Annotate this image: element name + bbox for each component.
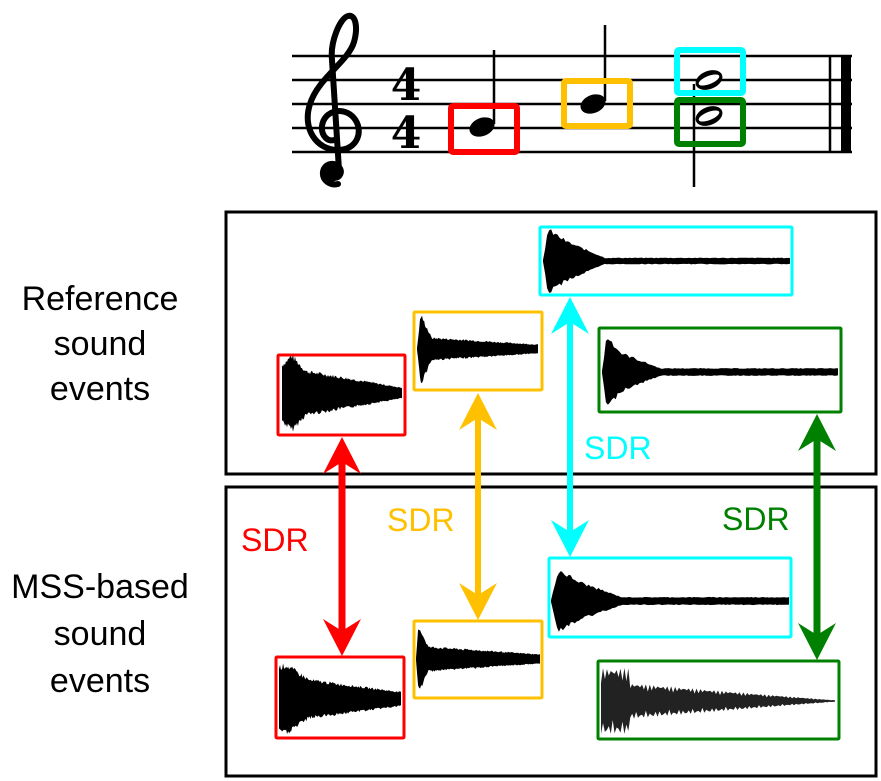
arrowhead-down [323, 619, 361, 656]
music-score: 4 4 [292, 12, 852, 188]
waveform [282, 354, 402, 432]
waveform [543, 229, 790, 293]
time-signature-bottom: 4 [391, 108, 422, 159]
staff-lines [292, 54, 852, 154]
sdr-label-yellow: SDR [387, 502, 455, 538]
waveform [279, 663, 401, 735]
sdr-arrow-cyan [551, 297, 589, 557]
reference-panel [224, 210, 878, 476]
mss-event-yellow [412, 619, 544, 700]
reference-event-green [597, 326, 843, 414]
reference-event-red [276, 353, 407, 437]
reference-label-line: sound [54, 325, 147, 363]
reference-label-line: Reference [22, 280, 179, 318]
time-signature-top: 4 [391, 60, 422, 111]
time-signature: 4 4 [391, 60, 422, 159]
note-quarter-red [469, 50, 496, 137]
treble-clef-icon [304, 12, 362, 188]
sdr-arrow-red [323, 437, 361, 656]
sdr-label-cyan: SDR [584, 430, 652, 466]
mss-event-red [274, 655, 406, 740]
arrowhead-up [459, 393, 497, 430]
note-highlight-cyan [674, 47, 746, 96]
note-highlight-red [448, 103, 520, 155]
event-box [547, 556, 793, 639]
arrowhead-up [551, 297, 589, 334]
waveform [417, 315, 538, 383]
arrowhead-up [323, 437, 361, 474]
mss-label-line: events [50, 662, 150, 700]
mss-label-line: MSS-based [11, 568, 189, 606]
sdr-arrow-yellow [459, 393, 497, 620]
sdr-label-red: SDR [241, 522, 309, 558]
reference-label-line: events [50, 370, 150, 408]
mss-label-line: sound [54, 615, 147, 653]
reference-label: Reference sound events [22, 280, 179, 408]
note-quarter-yellow [580, 25, 607, 114]
arrowhead-down [459, 583, 497, 620]
sdr-arrow-green [798, 414, 836, 660]
arrowhead-up [798, 414, 836, 451]
waveform [602, 339, 838, 405]
mss-event-cyan [547, 556, 793, 639]
reference-event-yellow [412, 310, 544, 392]
note-highlight-green [674, 97, 746, 147]
mss-panel [224, 485, 878, 778]
final-barline [828, 55, 851, 153]
arrowhead-down [551, 520, 589, 557]
note-half-chord [692, 70, 723, 187]
mss-label: MSS-based sound events [11, 568, 189, 700]
arrowhead-down [798, 623, 836, 660]
waveform [601, 668, 835, 734]
sdr-label-green: SDR [722, 501, 790, 537]
waveform [551, 571, 789, 632]
mss-event-green [596, 659, 841, 741]
reference-event-cyan [538, 225, 794, 297]
waveform [416, 629, 540, 689]
note-highlight-yellow [561, 78, 633, 129]
